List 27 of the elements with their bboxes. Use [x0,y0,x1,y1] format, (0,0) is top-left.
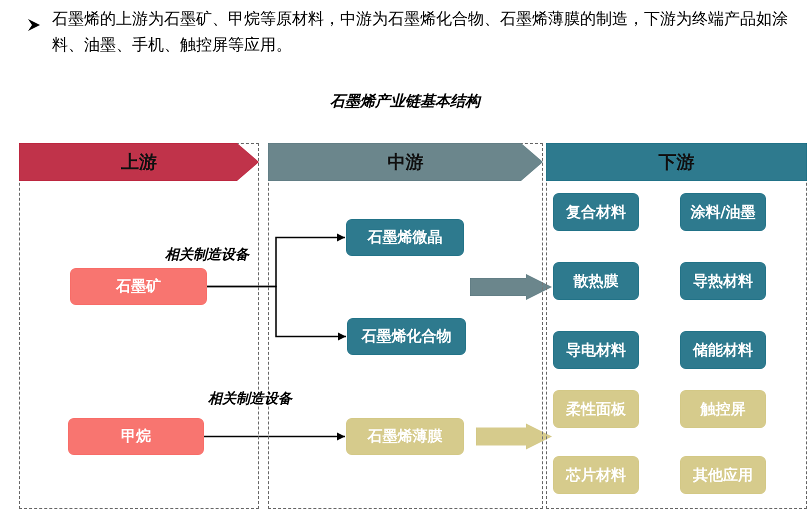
diagram-title: 石墨烯产业链基本结构 [329,92,482,111]
block-arrow [476,424,552,450]
process-box: 石墨矿 [70,268,207,305]
process-box: 柔性面板 [553,390,639,428]
process-box: 散热膜 [553,262,639,300]
stage-banner: 上游 [19,143,259,181]
process-box: 石墨烯化合物 [347,318,466,355]
process-box: 其他应用 [680,456,766,494]
process-box: 储能材料 [680,331,766,369]
stage-banner: 下游 [546,143,807,181]
process-box: 触控屏 [680,390,766,428]
intro-paragraph: 石墨烯的上游为石墨矿、甲烷等原材料，中游为石墨烯化合物、石墨烯薄膜的制造，下游为终端产品如涂料、油墨、手机、触控屏等应用。 [52,8,789,56]
stage-banner: 中游 [268,143,543,181]
process-box: 复合材料 [553,193,639,231]
process-box: 芯片材料 [553,456,639,494]
process-box: 石墨烯微晶 [346,219,464,256]
process-box: 导热材料 [680,262,766,300]
process-box: 甲烷 [68,418,204,455]
block-arrow [470,274,552,300]
stage-column [546,143,807,509]
process-box: 涂料/油墨 [680,193,766,231]
edge-label: 相关制造设备 [208,390,292,408]
arrow [207,286,346,340]
process-box: 导电材料 [553,331,639,369]
arrow [204,432,345,440]
edge-label: 相关制造设备 [165,246,249,264]
process-box: 石墨烯薄膜 [346,418,464,455]
